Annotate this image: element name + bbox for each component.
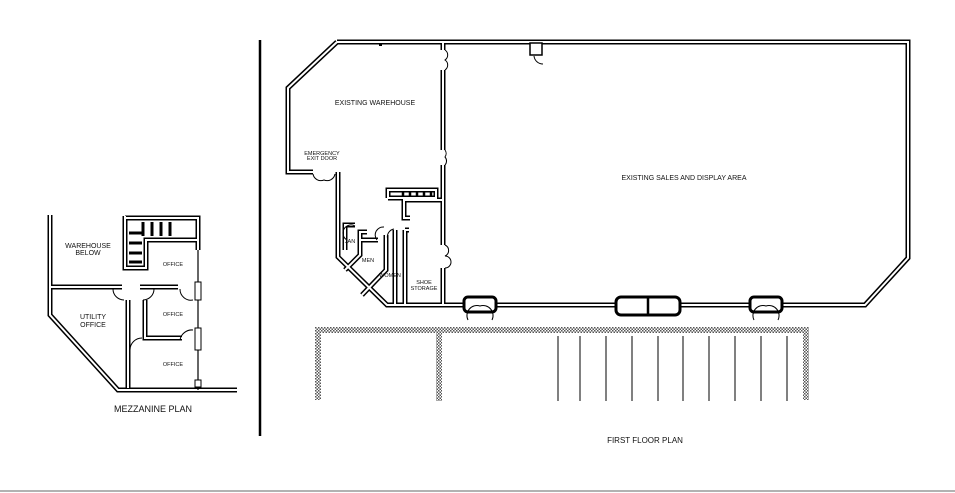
room-label-office-1: OFFICE [163, 262, 183, 268]
room-label-warehouse-below-2: BELOW [75, 250, 101, 257]
entrance-east [748, 295, 784, 314]
room-label-shoe-storage-2: STORAGE [411, 286, 438, 292]
room-label-office-3: OFFICE [163, 362, 183, 368]
room-label-jan: JAN [345, 239, 355, 245]
room-label-shoe-storage-1: SHOE [416, 280, 432, 286]
wall [124, 216, 198, 269]
wall [144, 300, 182, 339]
parking-stall-lines [557, 336, 788, 401]
mezzanine-plan-title: MEZZANINE PLAN [114, 404, 192, 414]
room-label-utility-office-2: OFFICE [80, 322, 106, 329]
wall [142, 300, 182, 341]
wall [387, 189, 437, 199]
wall [125, 217, 199, 250]
first-floor-plan: EXISTING WAREHOUSE EXISTING SALES AND DI… [285, 39, 911, 445]
room-label-office-2: OFFICE [163, 312, 183, 318]
wall [342, 222, 355, 250]
first-floor-plan-title: FIRST FLOOR PLAN [607, 436, 683, 445]
wall [337, 39, 911, 308]
label-emergency-exit-2: EXIT DOOR [307, 156, 337, 162]
wall [403, 198, 410, 219]
wall [49, 215, 237, 391]
wall [361, 235, 387, 296]
mezzanine-plan: WAREHOUSE BELOW UTILITY OFFICE OFFICE OF… [47, 215, 237, 414]
wall [287, 41, 338, 173]
label-emergency-exit-1: EMERGENCY [304, 151, 340, 157]
entrance-west [462, 295, 498, 314]
room-label-existing-warehouse: EXISTING WAREHOUSE [335, 100, 416, 107]
parking-curb [315, 327, 809, 401]
room-label-warehouse-below-1: WAREHOUSE [65, 243, 111, 250]
wall [385, 187, 439, 201]
wall [337, 41, 909, 306]
room-label-sales-area: EXISTING SALES AND DISPLAY AREA [621, 175, 746, 182]
room-label-women: WOMEN [379, 273, 401, 279]
room-label-utility-office-1: UTILITY [80, 314, 106, 321]
room-label-men: MEN [362, 258, 374, 264]
wall [344, 231, 367, 271]
wall [337, 172, 463, 306]
